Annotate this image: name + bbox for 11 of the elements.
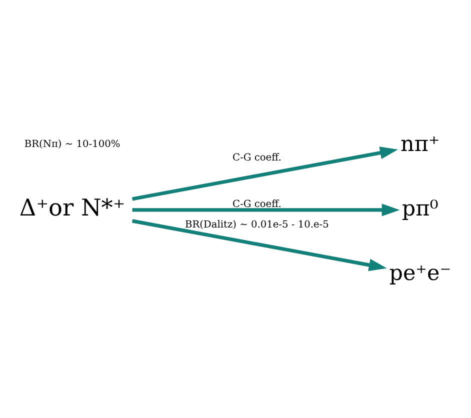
node-text: Δ⁺or N*⁺: [19, 194, 126, 222]
edge-label: BR(Dalitz) ~ 0.01e-5 - 10.e-5: [185, 219, 329, 230]
node-text: pe⁺e⁻: [389, 260, 452, 286]
node-text: nπ⁺: [400, 132, 440, 157]
arrow: [132, 203, 400, 216]
label: BR(Nπ) ~ 10-100%: [24, 138, 120, 150]
node-text: pπ⁰: [402, 196, 438, 221]
arrow: [132, 218, 387, 271]
edge-label: C-G coeff.: [232, 198, 282, 210]
edge-label: C-G coeff.: [232, 152, 282, 164]
arrow: [132, 146, 398, 200]
